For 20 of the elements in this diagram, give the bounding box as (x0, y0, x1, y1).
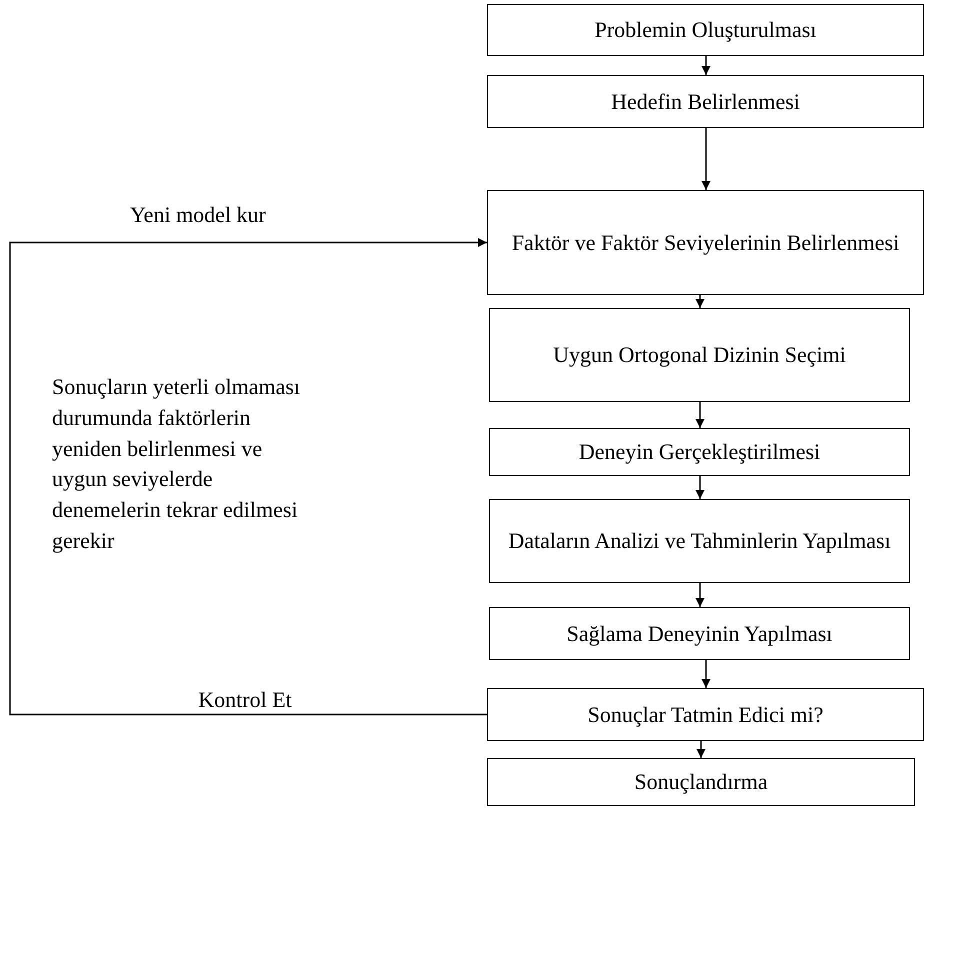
process-box: Hedefin Belirlenmesi (487, 75, 924, 128)
arrow (696, 295, 704, 308)
arrow (702, 128, 710, 190)
arrow (9, 238, 487, 716)
process-box: Deneyin Gerçekleştirilmesi (489, 428, 910, 476)
process-box: Faktör ve Faktör Seviyelerinin Belirlenmesi (487, 190, 924, 295)
arrow (696, 402, 704, 428)
note-text: Sonuçların yeterli olmaması durumunda faktörlerin yeniden belirlenmesi ve uygun seviyelerde denemelerin tekrar edilmesi gerekir (52, 373, 302, 555)
note-text: Yeni model kur (130, 201, 266, 229)
arrow (696, 476, 704, 499)
process-box: Dataların Analizi ve Tahminlerin Yapılması (489, 499, 910, 583)
process-box: Sonuçlandırma (487, 758, 915, 806)
arrow (696, 741, 706, 758)
arrow (702, 56, 710, 75)
process-box: Sonuçlar Tatmin Edici mi? (487, 688, 924, 741)
process-box: Problemin Oluşturulması (487, 4, 924, 56)
process-box: Uygun Ortogonal Dizinin Seçimi (489, 308, 910, 402)
arrow (696, 583, 704, 607)
arrow (702, 660, 710, 688)
process-box: Sağlama Deneyinin Yapılması (489, 607, 910, 660)
